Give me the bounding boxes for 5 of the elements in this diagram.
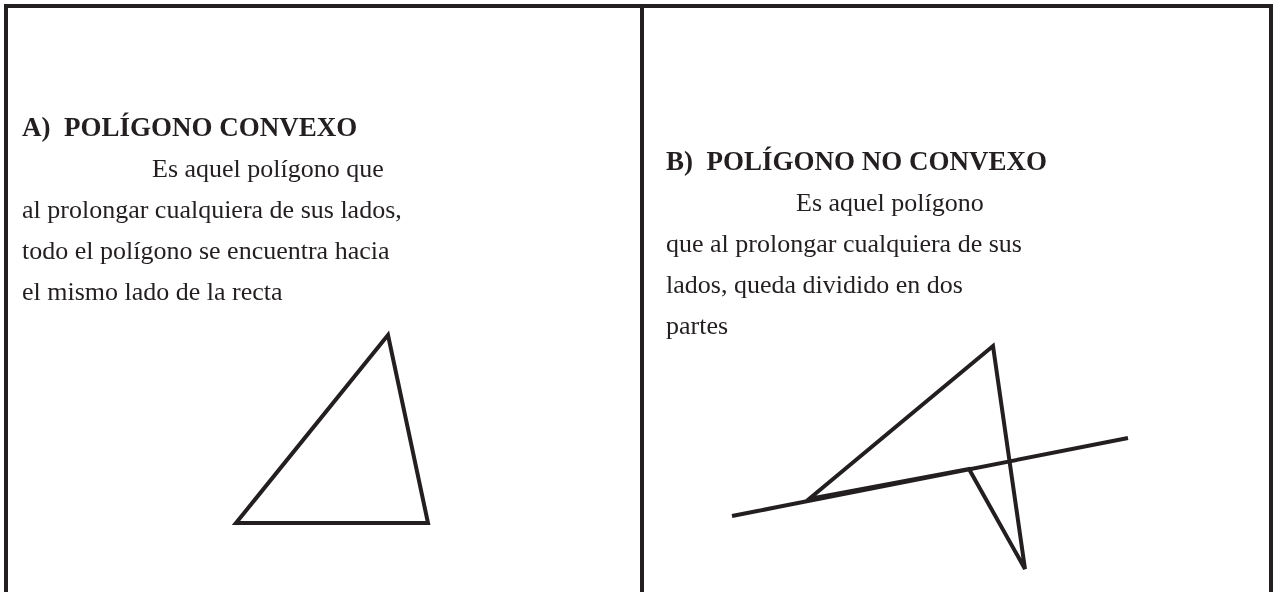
definition-text: Es aquel polígono que al prolongar cualquiera de sus lados, todo el polígono se encuentra hacia el mismo lado de la recta [22,153,402,308]
heading: B) POLÍGONO NO CONVEXO [666,146,1048,177]
panel [640,4,1273,592]
heading: A) POLÍGONO CONVEXO [22,112,358,143]
definition-text: Es aquel polígono que al prolongar cualquiera de sus lados, queda dividido en dos partes [666,187,1023,342]
